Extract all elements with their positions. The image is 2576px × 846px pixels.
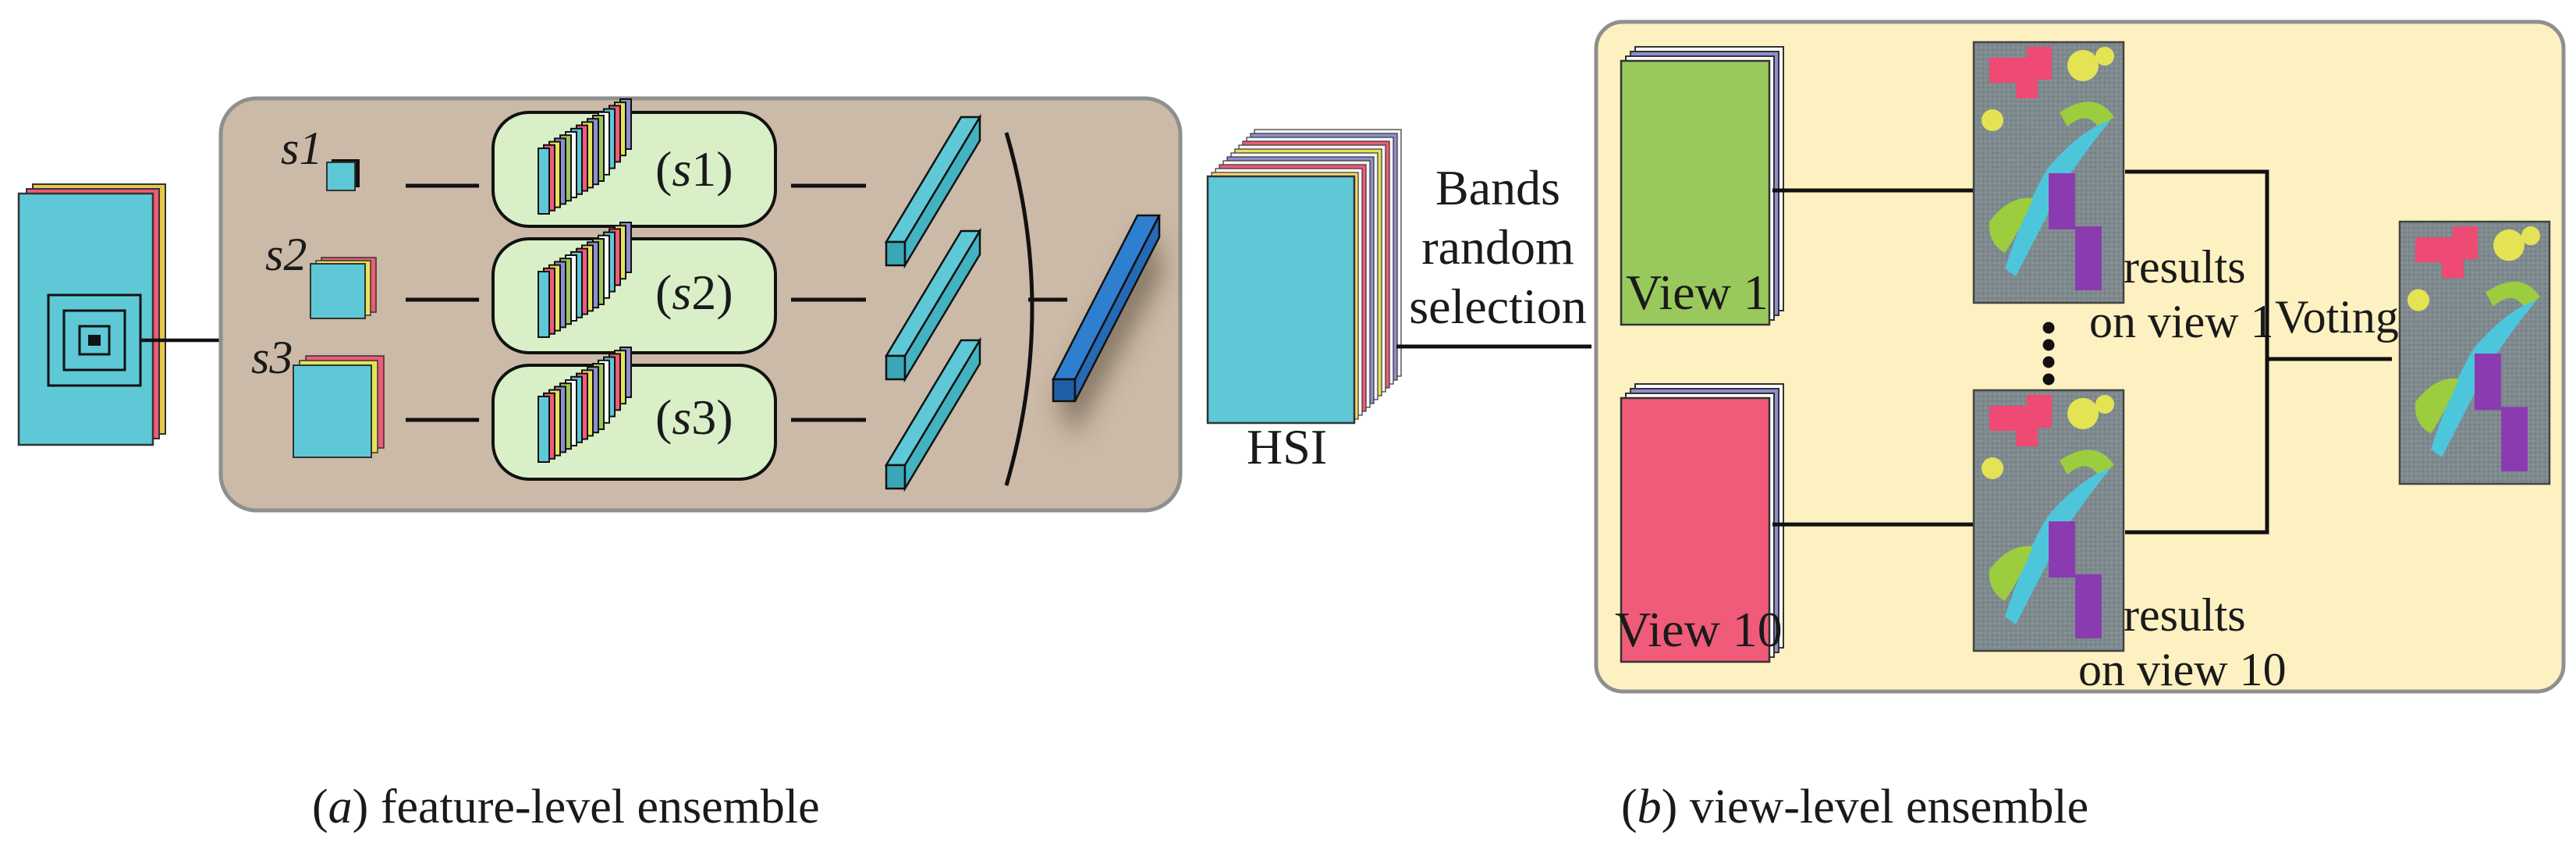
scale-label-s3: s3 [251,332,293,383]
fused-feature-bar [1051,214,1162,437]
branch-box-1: (s1) [491,98,777,228]
map-region-purple [2475,354,2501,411]
results-label-view-10-line-2: on view 10 [2078,644,2287,695]
view-10-label: View 10 [1615,602,1783,657]
scale-cube-s2 [310,257,377,319]
voting-connector [2125,169,2393,535]
spectral-stack-icon [538,98,632,215]
map-region-pink [2415,226,2478,279]
results-label-view-1-line-2: on view 1 [2089,296,2274,347]
view-1-stack: View 1 [1620,46,1784,326]
map-region-green [2060,450,2114,476]
caption-b: (b) view-level ensemble [1621,780,2088,834]
hsi-cube-front [1206,175,1356,425]
view-10-stack: View 10 [1615,383,1784,663]
hsi-label: HSI [1247,419,1327,475]
panel-a: s1 s2 s3 (s1) (s2) (s3) [17,96,1183,834]
map-region-yellow [2067,50,2099,81]
caption-a: (a) feature-level ensemble [312,780,820,834]
map-region-cyan [2005,120,2111,276]
bands-random-selection: Bands random selection [1396,160,1592,349]
map-region-pink [1989,47,2052,98]
panel-b: View 1 View 10 results on view 1 results… [1594,20,2566,834]
input-cube [17,183,166,446]
voting-label: Voting [2275,291,2399,343]
feature-bar-1 [884,113,982,269]
concatenate-brace [1004,132,1034,486]
patch-ring-inner [78,325,111,356]
arrow-text-line-2: random [1421,219,1574,275]
ellipsis-dots [2042,322,2055,386]
scale-cube-s1 [326,159,360,191]
scale-label-s2: s2 [265,229,307,280]
hsi-block: HSI [1206,129,1402,475]
result-map-view-10 [1972,389,2125,652]
map-region-yellow [2067,398,2099,429]
results-label-view-1-line-1: results [2124,241,2246,293]
spectral-stack-icon [538,347,632,463]
patch-center [88,335,101,346]
map-region-pink [1989,395,2052,446]
feature-bar-2 [884,227,982,383]
input-cube-front [17,192,154,446]
branch-label-3: (s3) [655,389,733,445]
view-10-front [1620,396,1771,663]
scale-cube-s3 [293,355,385,458]
map-region-green [2486,281,2540,308]
feature-bar-3 [884,336,982,492]
map-region-cyan [2005,468,2111,624]
branch-label-1: (s1) [655,141,733,197]
spectral-stack-icon [538,222,632,338]
branch-box-3: (s3) [491,347,777,481]
final-voted-map [2398,220,2551,485]
arrow-text-line-3: selection [1409,279,1586,334]
branch-box-2: (s2) [491,222,777,354]
patch-ring-mid [62,309,126,371]
map-region-purple [2049,521,2075,578]
view-1-front [1620,59,1771,326]
map-region-green [2060,101,2114,128]
scale-label-s1: s1 [281,123,322,174]
view-1-label: View 1 [1626,265,1769,320]
map-region-cyan [2431,300,2537,457]
map-region-yellow [2493,229,2525,261]
arrow-text-line-1: Bands [1435,160,1560,215]
result-map-view-1 [1972,41,2125,304]
results-label-view-10-line-1: results [2124,589,2246,641]
branch-label-2: (s2) [655,265,733,320]
map-region-purple [2049,173,2075,229]
